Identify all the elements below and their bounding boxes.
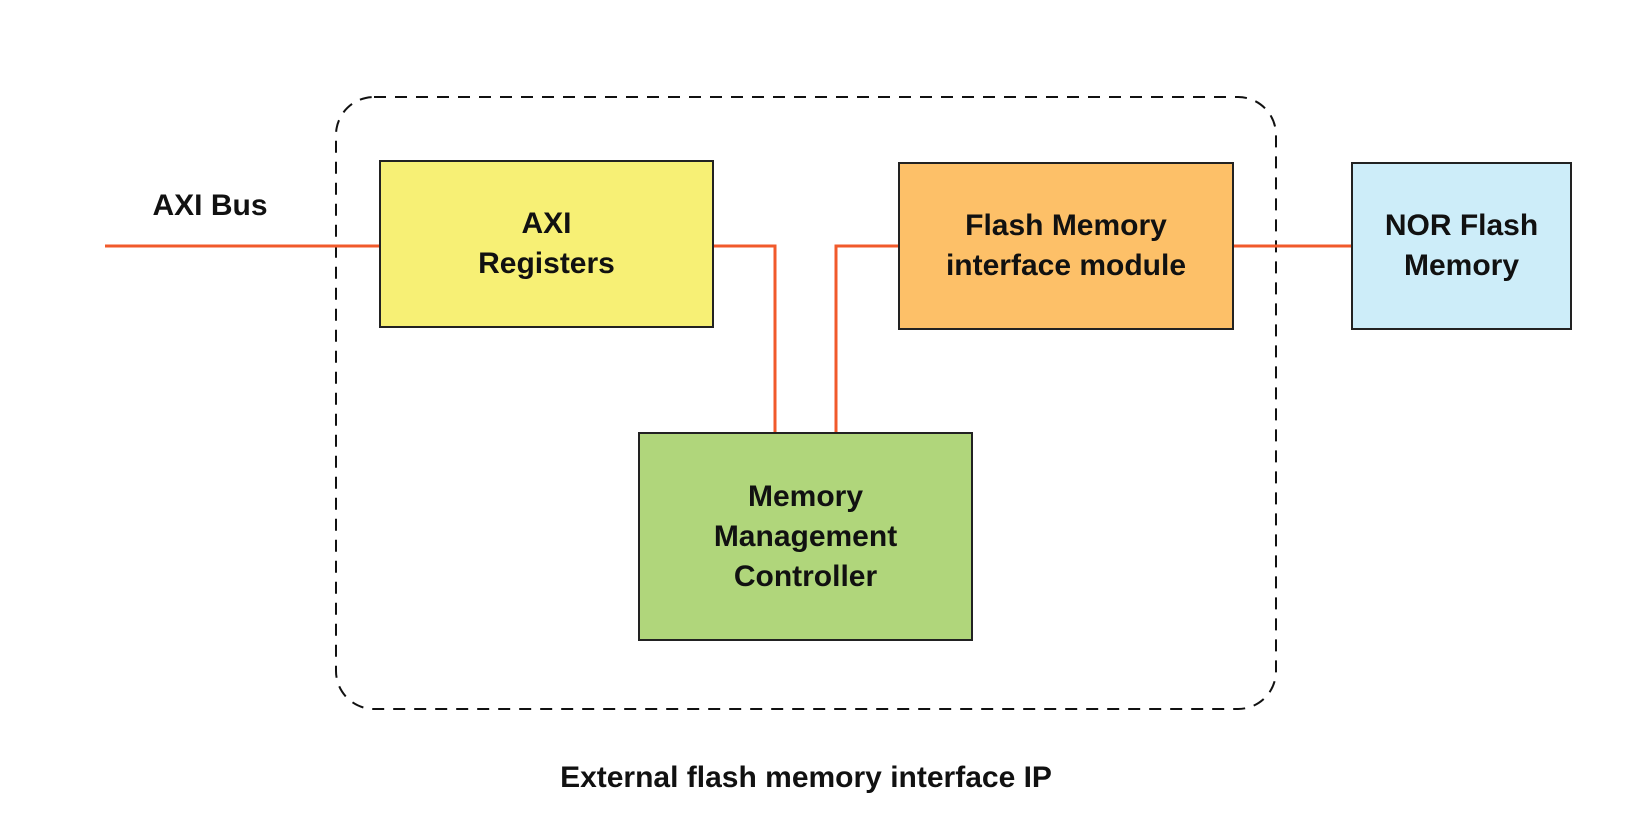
block-line: Flash Memory [965, 209, 1167, 242]
block-flash-interface[interactable]: Flash Memory interface module [898, 162, 1234, 330]
diagram-title: External flash memory interface IP [560, 761, 1052, 794]
block-line: Registers [478, 247, 615, 280]
ip-boundary [335, 96, 1277, 710]
block-axi-registers[interactable]: AXI Registers [379, 160, 714, 328]
block-line: Controller [733, 559, 878, 593]
block-line: interface module [945, 249, 1187, 282]
block-line: AXI [521, 207, 572, 240]
block-line: Memory [1403, 249, 1520, 282]
wire-registers-to-mmc [712, 244, 777, 433]
axi-bus-label: AXI Bus [152, 189, 268, 222]
block-line: NOR Flash [1384, 209, 1539, 242]
wire-mmc-to-flash-if [834, 244, 899, 433]
block-line: Management [713, 519, 898, 553]
block-line: Memory [747, 479, 864, 513]
